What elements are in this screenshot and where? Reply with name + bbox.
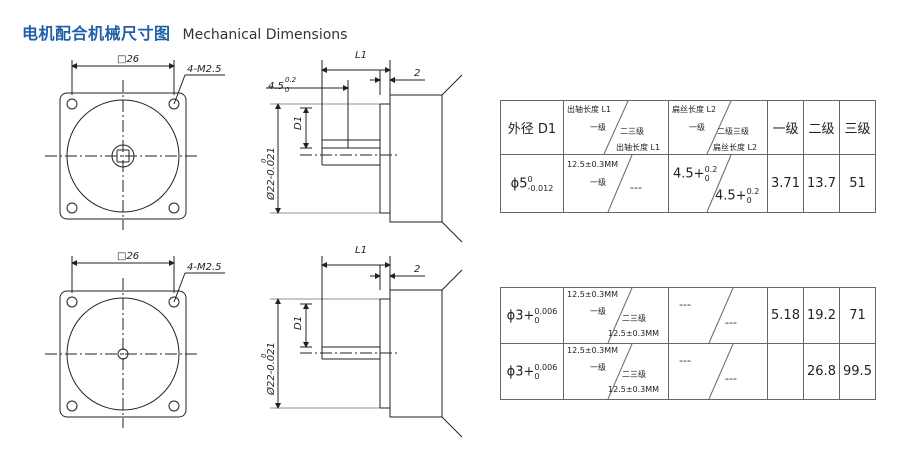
front-view-top [45, 60, 225, 230]
header-stage3: 三级 [839, 100, 876, 155]
row1-shaft-length: 12.5±0.3MM 一级 二三级 12.5±0.3MM [563, 287, 669, 344]
row1-stage2: 19.2 [803, 287, 840, 344]
row-od: ϕ50-0.012 [500, 154, 564, 213]
row1-stage3: 71 [839, 287, 876, 344]
header-shaft-l23: 二三级 [620, 127, 644, 136]
title-en: Mechanical Dimensions [182, 27, 348, 43]
offset-label-top: 4.5 [268, 81, 284, 92]
title-cn: 电机配合机械尺寸图 [22, 24, 171, 43]
header-flat-l1: 一级 [689, 123, 705, 132]
header-flat-bot: 扁丝长度 L2 [713, 143, 758, 152]
row2-flat-length: --- --- [668, 343, 768, 400]
header-flat-l23: 二级三级 [717, 127, 749, 136]
dia-label-bottom: Ø22-0.021 [265, 342, 277, 396]
row-stage2: 13.7 [803, 154, 840, 213]
row-stage1: 3.71 [767, 154, 804, 213]
l1-label-bottom: L1 [355, 245, 367, 256]
holes-label-top: 4-M2.5 [187, 64, 222, 75]
header-shaft-top: 出轴长度 L1 [567, 105, 612, 114]
row2-shaft-length: 12.5±0.3MM 一级 二三级 12.5±0.3MM [563, 343, 669, 400]
side-view-bottom [270, 256, 463, 438]
row-stage3: 51 [839, 154, 876, 213]
header-od: 外径 D1 [500, 100, 564, 155]
dia-sup-bottom: 0 [260, 353, 268, 358]
row1-stage1: 5.18 [767, 287, 804, 344]
table-header-row: 外径 D1 出轴长度 L1 一级 二三级 出轴长度 L1 扁丝长度 L2 一级 … [500, 100, 876, 155]
row1-flat-length: --- --- [668, 287, 768, 344]
d1-label-bottom: D1 [293, 316, 304, 330]
two-label-bottom: 2 [414, 264, 420, 275]
l1-label-top: L1 [355, 50, 367, 61]
row2-stage1 [767, 343, 804, 400]
row-shaft-length: 12.5±0.3MM 一级 --- [563, 154, 669, 213]
offset-sub-top: 0 [285, 86, 290, 94]
header-stage2: 二级 [803, 100, 840, 155]
side-view-top [266, 60, 463, 243]
dia-sup-top: 0 [260, 158, 268, 163]
page-header: 电机配合机械尺寸图 Mechanical Dimensions [22, 20, 348, 43]
row2-stage2: 26.8 [803, 343, 840, 400]
square-label-top: □26 [117, 54, 139, 65]
front-view-bottom [45, 256, 225, 428]
row2-stage3: 99.5 [839, 343, 876, 400]
spec-table-top: 外径 D1 出轴长度 L1 一级 二三级 出轴长度 L1 扁丝长度 L2 一级 … [500, 100, 876, 213]
two-label-top: 2 [414, 68, 420, 79]
header-shaft-bot: 出轴长度 L1 [616, 143, 661, 152]
holes-label-bottom: 4-M2.5 [187, 262, 222, 273]
header-shaft-l1: 一级 [590, 123, 606, 132]
d1-label-top: D1 [293, 116, 304, 130]
header-flat-top: 扁丝长度 L2 [672, 105, 717, 114]
header-shaft-length: 出轴长度 L1 一级 二三级 出轴长度 L1 [563, 100, 669, 155]
square-label-bottom: □26 [117, 251, 139, 262]
offset-sup-top: 0.2 [285, 76, 297, 84]
dia-label-top: Ø22-0.021 [265, 147, 277, 201]
header-flat-length: 扁丝长度 L2 一级 二级三级 扁丝长度 L2 [668, 100, 768, 155]
header-stage1: 一级 [767, 100, 804, 155]
